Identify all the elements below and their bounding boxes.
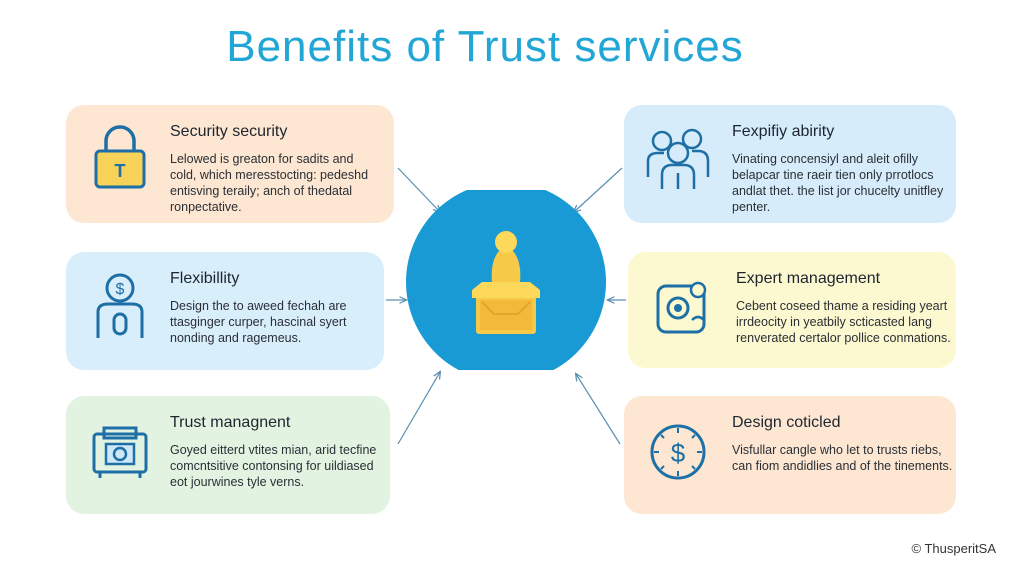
svg-text:$: $ xyxy=(116,281,125,298)
arrow-c1 xyxy=(397,167,440,212)
chess-king-icon xyxy=(472,231,540,334)
central-hub xyxy=(406,190,606,370)
card-heading: Design coticled xyxy=(732,414,841,431)
padlock-icon: T xyxy=(94,125,146,189)
dollar-clock-icon: $ xyxy=(650,424,706,480)
card-description: Lelowed is greaton for sadits and cold, … xyxy=(170,152,369,214)
card-description: Visfullar cangle who let to trusts riebs… xyxy=(732,443,953,473)
card-heading: Expert management xyxy=(736,270,881,287)
gear-person-icon xyxy=(656,281,707,334)
copyright-notice: © ThusperitSA xyxy=(911,541,997,556)
card-design-controlled: $ Design coticled Visfullar cangle who l… xyxy=(624,396,956,514)
arrow-c4 xyxy=(574,167,623,212)
card-description: Goyed eitterd vtites mian, arid tecfine … xyxy=(170,443,377,489)
safe-icon xyxy=(92,426,148,478)
card-description: Cebent coseed thame a residing yeart irr… xyxy=(736,299,951,345)
card-heading: Trust managnent xyxy=(170,414,291,431)
page-title: Benefits of Trust services xyxy=(226,22,744,71)
arrow-c3 xyxy=(397,372,440,445)
svg-text:$: $ xyxy=(671,438,686,468)
card-description: Design the to aweed fechah are ttasginge… xyxy=(170,299,347,345)
arrow-c6 xyxy=(576,374,621,445)
people-group-icon xyxy=(646,128,710,189)
card-description: Vinating concensiyl and aleit ofilly bel… xyxy=(732,152,944,214)
card-flexibility-ability: Fexpifiy abirity Vinating concensiyl and… xyxy=(624,105,956,223)
card-expert-management: Expert management Cebent coseed thame a … xyxy=(628,252,956,368)
card-trust-management: Trust managnent Goyed eitterd vtites mia… xyxy=(66,396,390,514)
card-security: T Security security Lelowed is greaton f… xyxy=(66,105,394,223)
card-heading: Fexpifiy abirity xyxy=(732,123,835,140)
card-heading: Flexibillity xyxy=(170,270,240,287)
money-bag-icon: $ xyxy=(96,273,144,338)
card-flexibility: $ Flexibillity Design the to aweed fecha… xyxy=(66,252,384,370)
card-heading: Security security xyxy=(170,123,288,140)
svg-text:T: T xyxy=(115,161,126,181)
